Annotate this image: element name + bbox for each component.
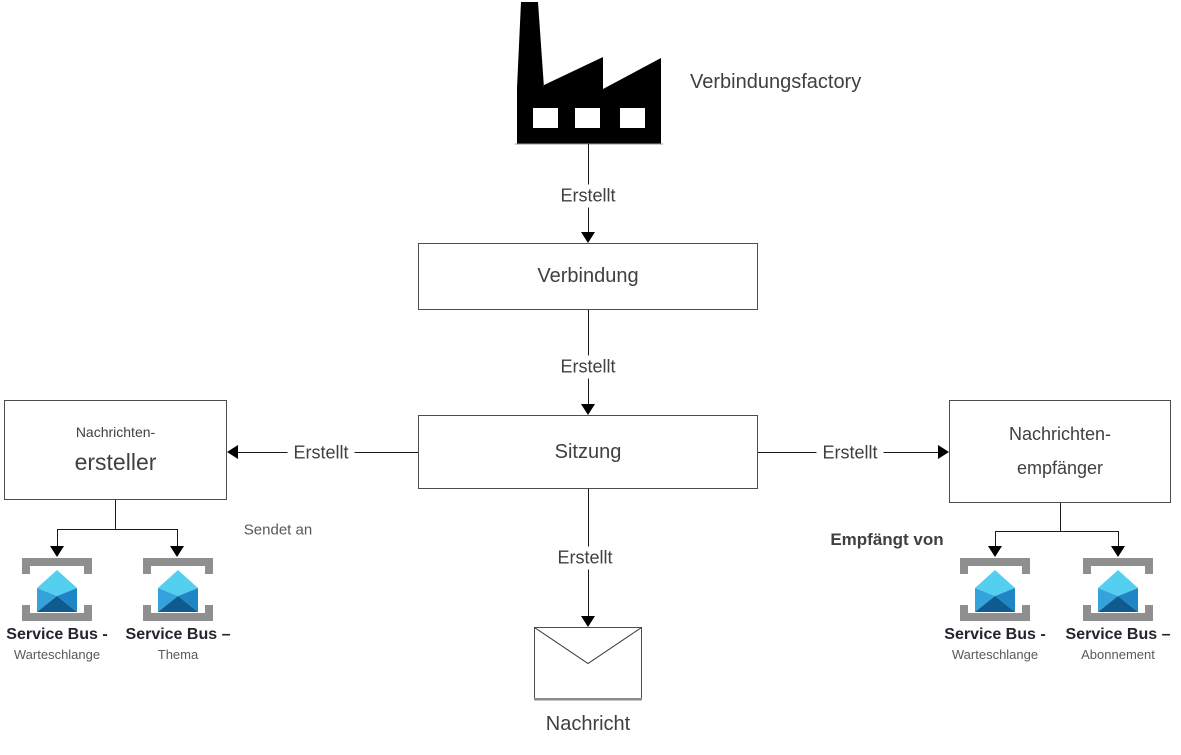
tree-left-drop-1 [57,529,58,546]
arrowhead-down-icon [581,232,595,243]
nachrichtenersteller-box: Nachrichten- ersteller [4,400,227,500]
sitzung-label: Sitzung [554,440,622,463]
service-bus-queue-right-subtitle: Warteschlange [951,647,1039,662]
service-bus-icon [960,558,1030,621]
sitzung-box: Sitzung [418,415,758,489]
service-bus-queue-left-subtitle: Warteschlange [13,647,101,662]
edge-label-erstellt-3: Erstellt [287,441,355,465]
arrowhead-down-icon [50,546,64,557]
arrowhead-right-icon [938,445,949,459]
factory-icon [515,2,663,145]
nachrichtenempfaenger-label-line1: Nachrichten- [1008,424,1112,444]
service-bus-queue-left-node: Service Bus - Warteschlange [0,557,132,662]
tree-right-crossbar [995,531,1118,532]
service-bus-queue-right-node: Service Bus - Warteschlange [920,557,1070,662]
service-bus-queue-left-title: Service Bus - [6,626,108,643]
service-bus-queue-right-title: Service Bus - [944,626,1046,643]
service-bus-subscription-title: Service Bus – [1065,626,1171,643]
sendet-an-label: Sendet an [241,520,315,540]
arrowhead-down-icon [581,404,595,415]
verbindung-box: Verbindung [418,243,758,310]
service-bus-subscription-subtitle: Abonnement [1081,647,1155,662]
nachrichtenempfaenger-box: Nachrichten- empfänger [949,400,1171,503]
tree-left-drop-2 [177,529,178,546]
service-bus-subscription-node: Service Bus – Abonnement [1043,557,1181,662]
service-bus-icon [22,558,92,621]
tree-right-drop-2 [1118,531,1119,546]
edge-label-erstellt-2: Erstellt [554,355,622,379]
tree-right-stem [1060,503,1061,532]
arrowhead-down-icon [170,546,184,557]
envelope-icon [534,627,642,701]
edge-label-erstellt-1: Erstellt [554,184,622,208]
nachricht-label: Nachricht [545,713,631,735]
empfaengt-von-label: Empfängt von [828,529,946,551]
nachrichtenempfaenger-label-line2: empfänger [1016,458,1104,478]
service-bus-icon [143,558,213,621]
service-bus-topic-title: Service Bus – [125,626,231,643]
tree-right-drop-1 [995,531,996,546]
tree-left-stem [115,500,116,530]
service-bus-topic-node: Service Bus – Thema [103,557,253,662]
arrowhead-down-icon [581,616,595,627]
nachrichtenersteller-label-line1: Nachrichten- [75,424,156,440]
nachrichtenersteller-label-line2: ersteller [74,449,157,475]
tree-left-crossbar [57,529,178,530]
service-bus-topic-subtitle: Thema [157,647,199,662]
edge-label-erstellt-5: Erstellt [551,546,619,570]
arrowhead-down-icon [1111,546,1125,557]
edge-label-erstellt-4: Erstellt [816,441,884,465]
arrowhead-left-icon [227,445,238,459]
service-bus-icon [1083,558,1153,621]
arrowhead-down-icon [988,546,1002,557]
verbindung-label: Verbindung [537,265,639,287]
factory-label: Verbindungsfactory [690,71,862,93]
